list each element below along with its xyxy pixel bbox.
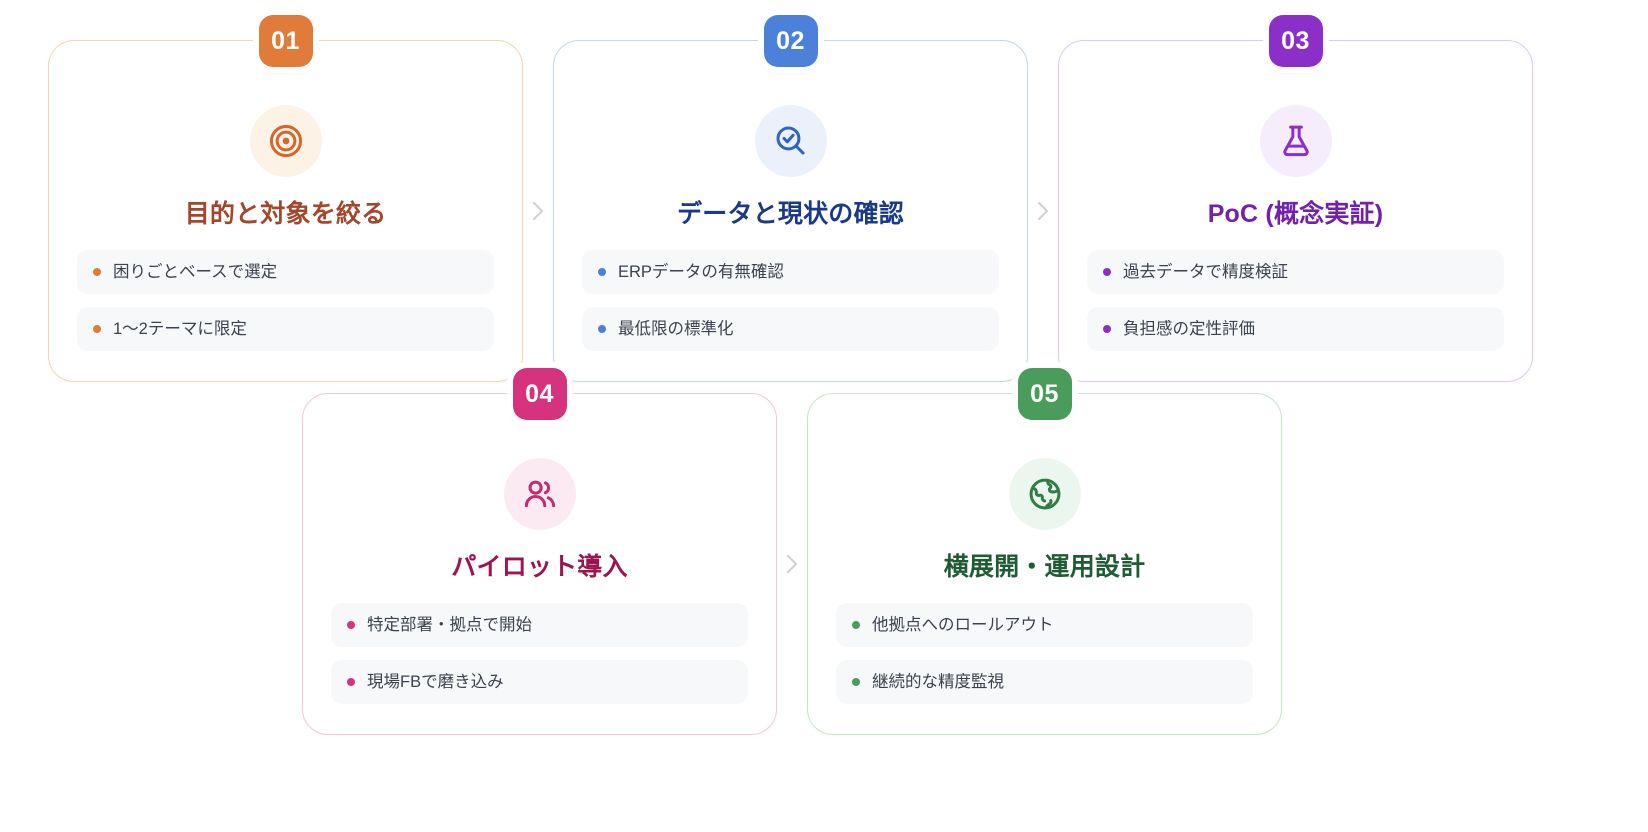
step-title: パイロット導入 [451,553,628,581]
step-title: 目的と対象を絞る [184,200,387,228]
process-row-top: 01 目的と対象を絞る 困りごとベースで選定 1〜2テーマに限定 [48,15,1533,383]
bullet-text: 最低限の標準化 [618,319,734,338]
chevron-right-icon [777,394,807,734]
step-bullet-list: 特定部署・拠点で開始 現場FBで磨き込み [331,603,748,705]
list-item: 特定部署・拠点で開始 [331,603,748,648]
bullet-dot-icon [347,678,355,687]
bullet-dot-icon [598,325,606,334]
process-step-card-01[interactable]: 01 目的と対象を絞る 困りごとベースで選定 1〜2テーマに限定 [48,15,523,383]
users-icon [503,458,576,530]
step-title: 横展開・運用設計 [943,553,1146,581]
list-item: 困りごとベースで選定 [77,250,494,295]
list-item: 1〜2テーマに限定 [77,307,494,352]
bullet-text: 継続的な精度監視 [872,672,1004,691]
step-number-badge: 02 [763,15,818,67]
bullet-text: 現場FBで磨き込み [367,672,504,691]
bullet-text: 困りごとベースで選定 [113,262,278,281]
step-title: データと現状の確認 [677,200,904,228]
step-title: PoC (概念実証) [1207,200,1384,228]
list-item: 現場FBで磨き込み [331,660,748,705]
bullet-text: 過去データで精度検証 [1123,262,1288,281]
list-item: 最低限の標準化 [582,307,999,352]
list-item: 他拠点へのロールアウト [836,603,1253,648]
step-bullet-list: 他拠点へのロールアウト 継続的な精度監視 [836,603,1253,705]
step-number-badge: 04 [512,368,567,420]
chevron-right-icon [523,41,553,381]
bullet-dot-icon [852,678,860,687]
process-step-card-04[interactable]: 04 パイロット導入 特定部署・拠点で開始 現場FBで磨き込み [302,368,777,736]
bullet-dot-icon [1103,268,1111,277]
bullet-dot-icon [93,268,101,277]
process-step-card-03[interactable]: 03 PoC (概念実証) 過去データで精度検証 負担感の定性評価 [1058,15,1533,383]
target-icon [249,105,322,177]
bullet-text: 他拠点へのロールアウト [872,615,1054,634]
bullet-text: 特定部署・拠点で開始 [367,615,532,634]
process-step-card-05[interactable]: 05 横展開・運用設計 他拠点へのロールアウト 継続的な精度監視 [807,368,1282,736]
bullet-text: 1〜2テーマに限定 [113,319,247,338]
list-item: 継続的な精度監視 [836,660,1253,705]
globe-icon [1008,458,1081,530]
step-bullet-list: 困りごとベースで選定 1〜2テーマに限定 [77,250,494,352]
bullet-dot-icon [852,621,860,630]
process-row-bottom: 04 パイロット導入 特定部署・拠点で開始 現場FBで磨き込み [302,368,1282,736]
process-step-card-02[interactable]: 02 データと現状の確認 ERPデータの有無確認 最低限の標準化 [553,15,1028,383]
bullet-text: 負担感の定性評価 [1123,319,1255,338]
flask-icon [1259,105,1332,177]
bullet-text: ERPデータの有無確認 [618,262,784,281]
search-check-icon [754,105,827,177]
bullet-dot-icon [93,325,101,334]
list-item: 負担感の定性評価 [1087,307,1504,352]
list-item: 過去データで精度検証 [1087,250,1504,295]
step-number-badge: 01 [258,15,313,67]
bullet-dot-icon [598,268,606,277]
step-number-badge: 03 [1268,15,1323,67]
step-number-badge: 05 [1017,368,1072,420]
bullet-dot-icon [347,621,355,630]
chevron-right-icon [1028,41,1058,381]
step-bullet-list: ERPデータの有無確認 最低限の標準化 [582,250,999,352]
step-bullet-list: 過去データで精度検証 負担感の定性評価 [1087,250,1504,352]
bullet-dot-icon [1103,325,1111,334]
list-item: ERPデータの有無確認 [582,250,999,295]
